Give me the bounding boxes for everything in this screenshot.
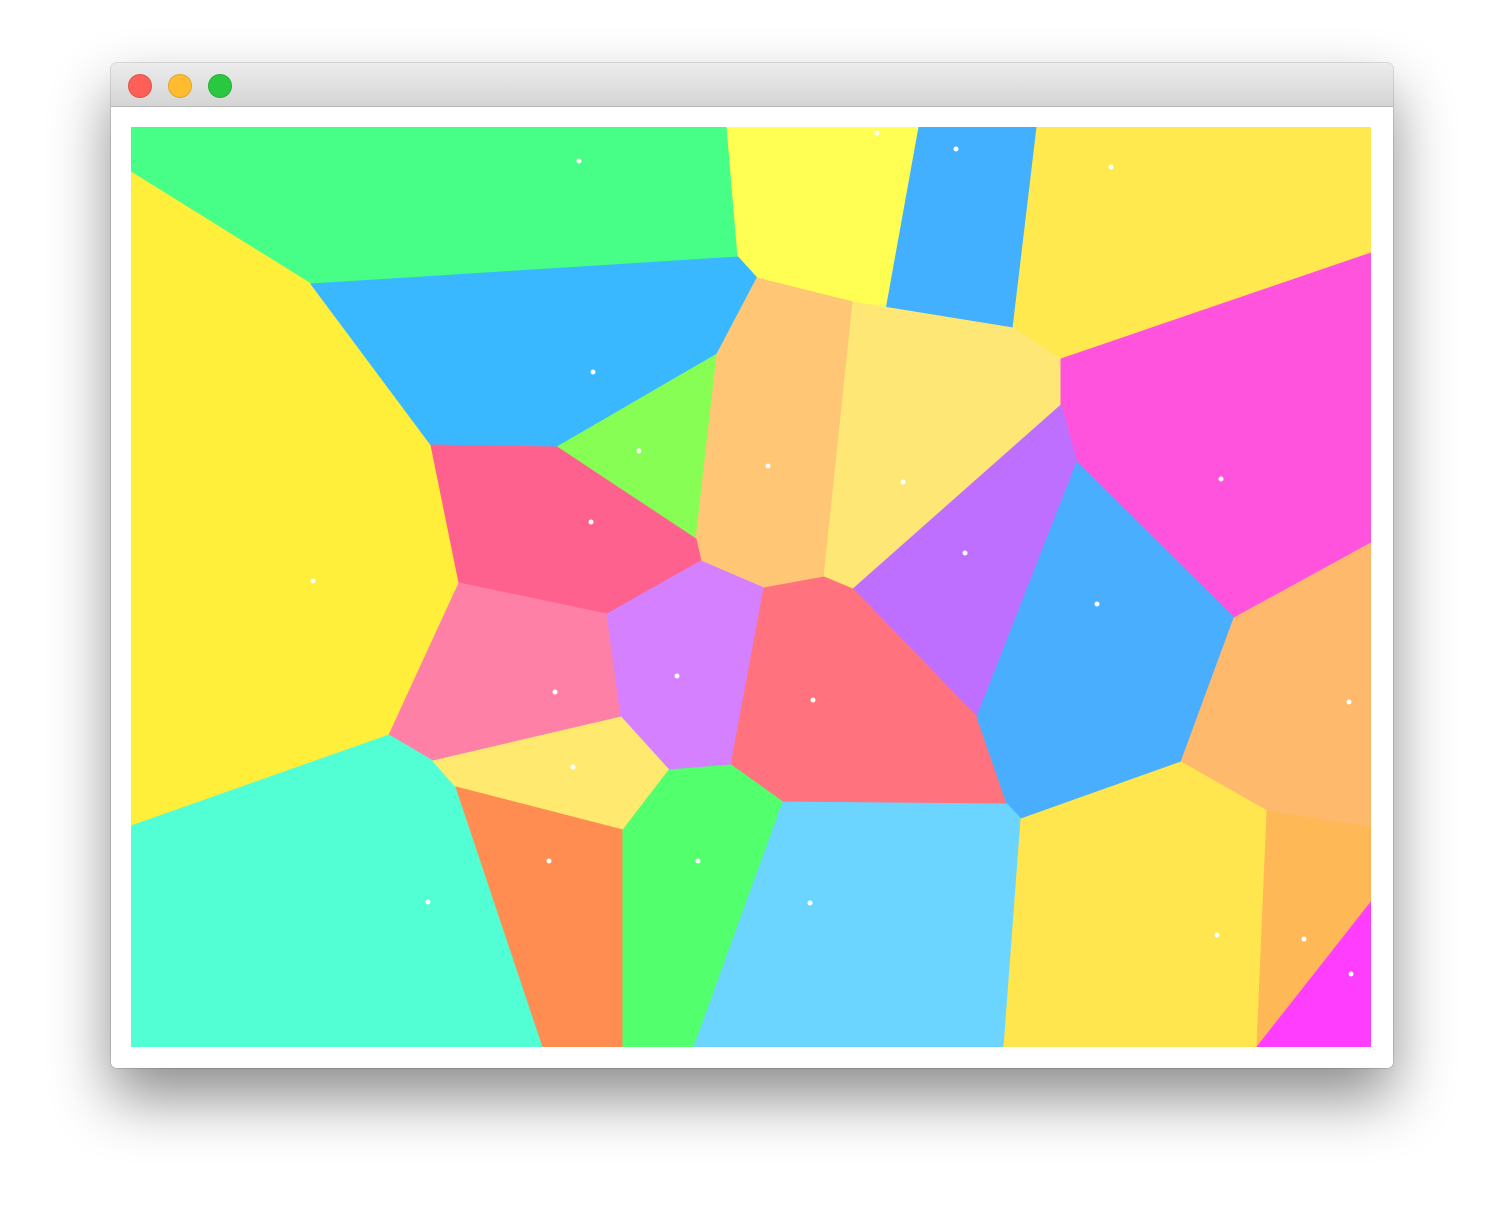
cell-blue-top-site-dot <box>953 146 959 152</box>
cell-yellow-left-site-dot <box>310 578 316 584</box>
cell-yellow-bottom-site-dot <box>1214 932 1220 938</box>
title-bar[interactable] <box>111 63 1393 107</box>
cell-magenta-right-site-dot <box>1218 476 1224 482</box>
app-window <box>111 63 1393 1068</box>
voronoi-sites <box>310 130 1354 977</box>
cell-orange-site-dot <box>546 858 552 864</box>
cell-magenta-corner-site-dot <box>1348 971 1354 977</box>
zoom-button[interactable] <box>208 74 232 98</box>
cell-green-top-site-dot <box>576 158 582 164</box>
cell-light-blue-site-dot <box>807 900 813 906</box>
cell-light-yellow-site-dot <box>900 479 906 485</box>
voronoi-diagram[interactable] <box>131 127 1371 1047</box>
voronoi-cells <box>131 127 1371 1047</box>
cell-amber-site-dot <box>1301 936 1307 942</box>
cell-yellow-top-site-dot <box>874 130 880 136</box>
cell-coral-site-dot <box>810 697 816 703</box>
cell-orange[interactable] <box>455 786 624 1047</box>
cell-amber[interactable] <box>1256 810 1371 1047</box>
close-button[interactable] <box>128 74 152 98</box>
cell-yellow-top-right-site-dot <box>1108 164 1114 170</box>
cell-rose-site-dot <box>588 519 594 525</box>
cell-peach-site-dot <box>765 463 771 469</box>
cell-blue-right-site-dot <box>1094 601 1100 607</box>
cell-green-bottom-site-dot <box>695 858 701 864</box>
cell-pink-site-dot <box>552 689 558 695</box>
minimize-button[interactable] <box>168 74 192 98</box>
cell-magenta-corner[interactable] <box>1256 901 1371 1047</box>
cell-orange-right-site-dot <box>1346 699 1352 705</box>
cell-lime-site-dot <box>636 448 642 454</box>
window-content <box>111 107 1393 1068</box>
cell-aqua-site-dot <box>425 899 431 905</box>
cell-purple-site-dot <box>962 550 968 556</box>
cell-violet-site-dot <box>674 673 680 679</box>
cell-sky-blue-site-dot <box>590 369 596 375</box>
cell-pale-yellow-site-dot <box>570 764 576 770</box>
